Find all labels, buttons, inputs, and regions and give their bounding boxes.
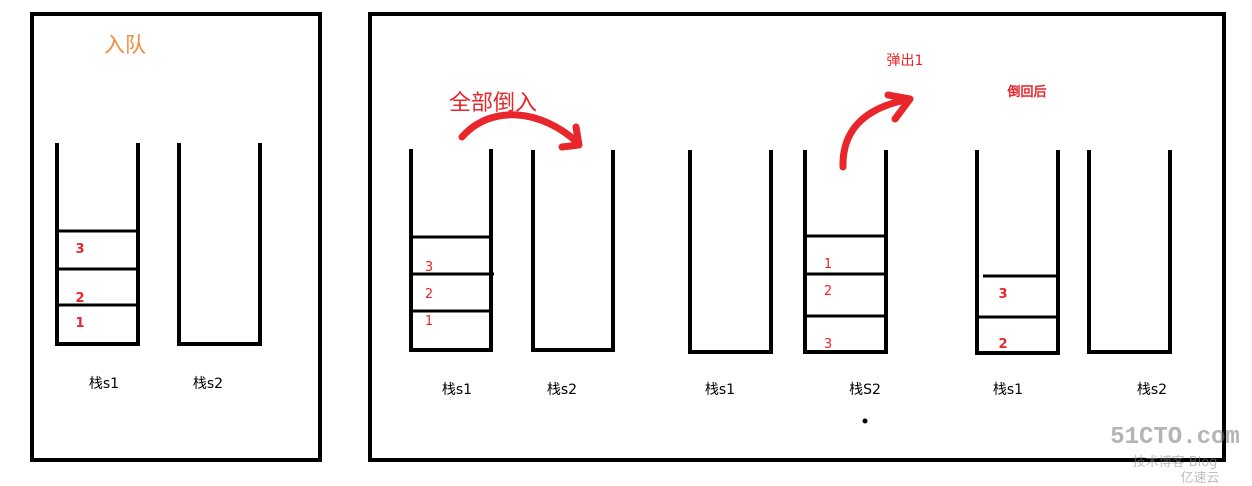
- stack-label: 栈s1: [89, 376, 119, 392]
- stack-item: 2: [75, 291, 84, 306]
- stack-item: 2: [998, 337, 1007, 352]
- stack-item: 3: [75, 242, 84, 257]
- stack-item: 1: [425, 314, 433, 329]
- watermark-line2: 技术博客 Blog: [1133, 454, 1218, 470]
- left-stack-s2: [177, 143, 262, 346]
- step1-stack-s1: [409, 149, 493, 352]
- watermark-line1: 51CTO.com: [1110, 424, 1240, 451]
- stack-item: 3: [998, 287, 1007, 302]
- stack-label: 栈s2: [193, 376, 223, 392]
- step3-stack-s1: [975, 150, 1060, 355]
- stack-label: 栈s2: [547, 382, 577, 398]
- pop-arrow-icon: [839, 91, 914, 171]
- right-panel-frame: [368, 12, 1226, 462]
- stack-item: 1: [75, 316, 84, 331]
- stack-item: 2: [824, 284, 832, 299]
- stack-label: 栈s1: [993, 382, 1023, 398]
- after-return-annotation: 倒回后: [1006, 84, 1046, 100]
- stack-item: 3: [824, 337, 832, 352]
- enqueue-title: 入队: [104, 33, 146, 57]
- watermark-logo: 51CTO.com 技术博客 Blog 亿速云: [1110, 424, 1240, 486]
- step2-stack-s1: [688, 150, 773, 354]
- stack-label: 栈S2: [849, 382, 881, 398]
- stack-label: 栈s2: [1137, 382, 1167, 398]
- stack-label: 栈s1: [442, 382, 472, 398]
- stack-item: 3: [425, 260, 433, 275]
- pour-all-annotation: 全部倒入: [449, 91, 537, 116]
- pop-annotation: 弹出1: [887, 53, 924, 69]
- watermark-line3: 亿速云: [1180, 471, 1219, 486]
- stack-item: 2: [425, 287, 433, 302]
- dot: [862, 418, 868, 424]
- step2-stack-s2: [803, 150, 888, 354]
- stack-label: 栈s1: [705, 382, 735, 398]
- stack-item: 1: [824, 257, 832, 272]
- pour-arrow-icon: [458, 111, 583, 151]
- left-stack-s1: [55, 143, 140, 346]
- step3-stack-s2: [1087, 150, 1172, 354]
- step1-stack-s2: [531, 150, 615, 352]
- left-panel-frame: [30, 12, 322, 462]
